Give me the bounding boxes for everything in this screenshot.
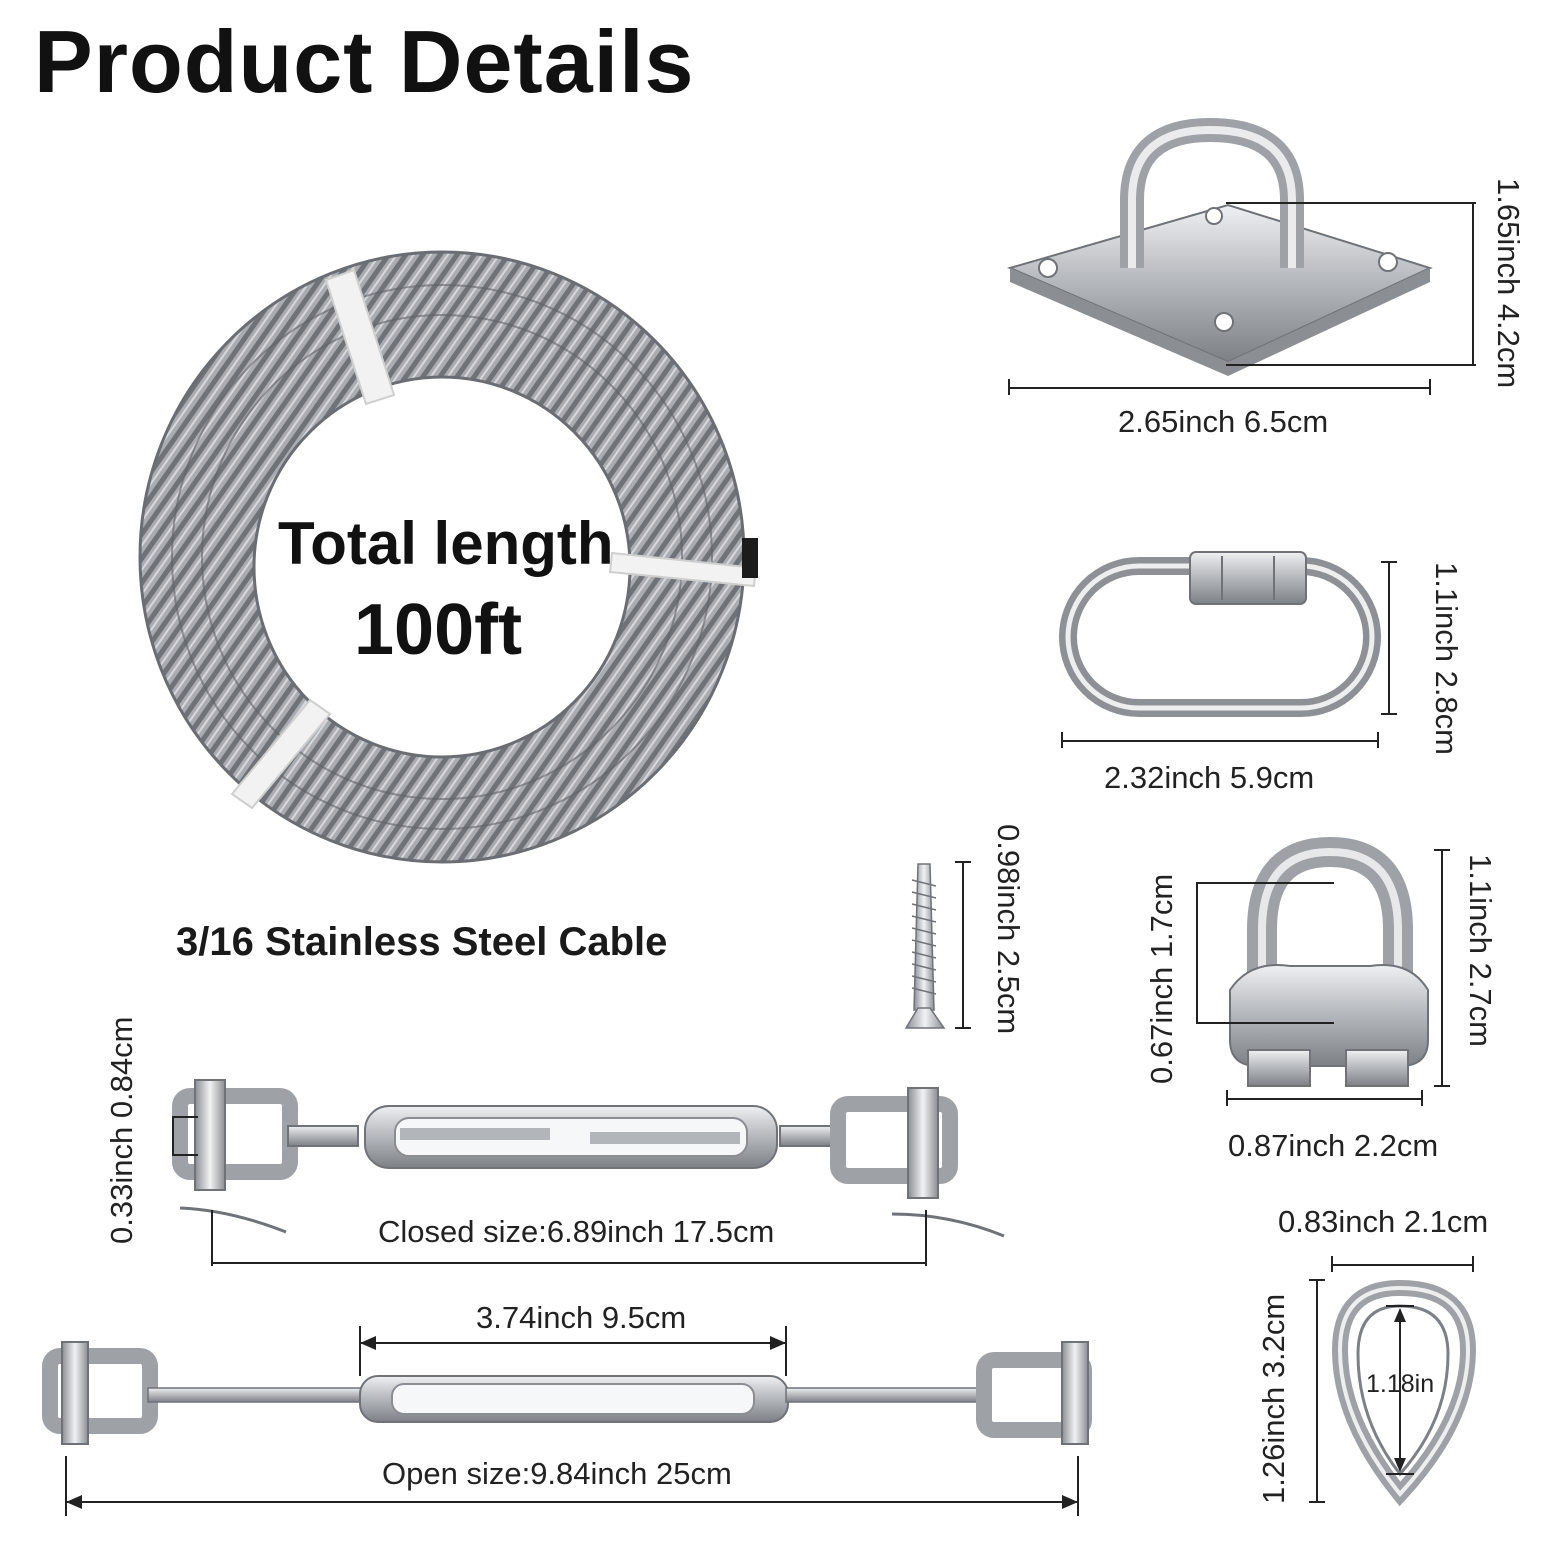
turnbuckle-open-body-label: 3.74inch 9.5cm xyxy=(476,1300,687,1335)
thimble-height-tick-bottom xyxy=(1309,1501,1325,1503)
wire-clip-inner-top-line xyxy=(1196,882,1334,884)
turnbuckle-open-length-label: Open size:9.84inch 25cm xyxy=(382,1456,732,1491)
wire-clip-height-tick-top xyxy=(1434,849,1450,851)
pad-eye-width-tick-right xyxy=(1429,379,1431,395)
cable-caption: 3/16 Stainless Steel Cable xyxy=(176,920,668,964)
coil-length-value: 100ft xyxy=(354,590,523,670)
turnbuckle-open-length-line xyxy=(66,1501,1078,1503)
wire-clip-height-label: 1.1inch 2.7cm xyxy=(1463,854,1498,1047)
screw-image xyxy=(904,863,946,1029)
pad-eye-height-label: 1.65inch 4.2cm xyxy=(1491,178,1526,389)
thimble-height-label: 1.26inch 3.2cm xyxy=(1256,1293,1291,1504)
wire-clip-width-line xyxy=(1228,1098,1422,1100)
turnbuckle-closed-tick-left xyxy=(211,1210,213,1266)
wire-clip-height-tick-bottom xyxy=(1434,1085,1450,1087)
turnbuckle-closed-length-label: Closed size:6.89inch 17.5cm xyxy=(378,1214,775,1249)
pad-eye-plate-image xyxy=(1007,117,1433,376)
turnbuckle-open-body-line xyxy=(360,1342,786,1344)
turnbuckle-open-image xyxy=(42,1341,1092,1445)
pad-eye-height-top-line xyxy=(1226,202,1476,204)
cable-coil-image xyxy=(138,250,758,864)
coil-total-length-label: Total length xyxy=(278,510,614,577)
thimble-width-tick-left xyxy=(1331,1256,1333,1272)
thimble-width-label: 0.83inch 2.1cm xyxy=(1278,1204,1489,1239)
turnbuckle-jaw-line xyxy=(172,1116,174,1154)
pad-eye-width-label: 2.65inch 6.5cm xyxy=(1118,404,1329,439)
thimble-width-line xyxy=(1332,1264,1474,1266)
wire-clip-height-line xyxy=(1441,850,1443,1086)
page-title: Product Details xyxy=(34,12,695,111)
turnbuckle-open-body-tick-left xyxy=(359,1326,361,1376)
pad-eye-height-bottom-line xyxy=(1226,364,1476,366)
thimble-height-line xyxy=(1316,1280,1318,1502)
quick-link-height-label: 1.1inch 2.8cm xyxy=(1429,562,1464,755)
turnbuckle-open-tick-left xyxy=(65,1456,67,1516)
quick-link-width-line xyxy=(1062,740,1378,742)
turnbuckle-closed-tick-right xyxy=(925,1210,927,1266)
wire-clip-width-tick-left xyxy=(1226,1090,1228,1106)
turnbuckle-closed-image xyxy=(172,1079,1005,1238)
quick-link-width-tick-right xyxy=(1377,732,1379,748)
quick-link-height-tick-top xyxy=(1381,561,1397,563)
turnbuckle-jaw-label: 0.33inch 0.84cm xyxy=(104,1016,139,1244)
turnbuckle-open-tick-right xyxy=(1077,1456,1079,1516)
thimble-inner-label: 1.18in xyxy=(1366,1370,1435,1398)
turnbuckle-jaw-top-line xyxy=(172,1116,198,1118)
pad-eye-width-tick-left xyxy=(1008,379,1010,395)
screw-height-tick-bottom xyxy=(955,1027,971,1029)
turnbuckle-jaw-bottom-line xyxy=(172,1154,198,1156)
screw-height-label: 0.98inch 2.5cm xyxy=(991,824,1026,1035)
wire-clip-width-tick-right xyxy=(1421,1090,1423,1106)
screw-height-tick-top xyxy=(955,861,971,863)
turnbuckle-closed-length-line xyxy=(212,1262,926,1264)
screw-height-line xyxy=(962,862,964,1028)
thimble-image xyxy=(1331,1279,1477,1507)
quick-link-height-line xyxy=(1388,562,1390,714)
wire-clip-inner-label: 0.67inch 1.7cm xyxy=(1144,873,1179,1084)
quick-link-height-tick-bottom xyxy=(1381,713,1397,715)
thimble-height-tick-top xyxy=(1309,1279,1325,1281)
wire-clip-inner-bottom-line xyxy=(1196,1022,1334,1024)
wire-clip-inner-line xyxy=(1196,882,1198,1022)
wire-clip-width-label: 0.87inch 2.2cm xyxy=(1228,1128,1439,1163)
pad-eye-height-line xyxy=(1472,202,1474,365)
quick-link-width-label: 2.32inch 5.9cm xyxy=(1104,760,1315,795)
quick-link-width-tick-left xyxy=(1061,732,1063,748)
thimble-width-tick-right xyxy=(1472,1256,1474,1272)
wire-rope-clip-image xyxy=(1229,836,1429,1087)
quick-link-image xyxy=(1059,551,1381,717)
pad-eye-width-line xyxy=(1010,387,1430,389)
turnbuckle-open-body-tick-right xyxy=(785,1326,787,1376)
